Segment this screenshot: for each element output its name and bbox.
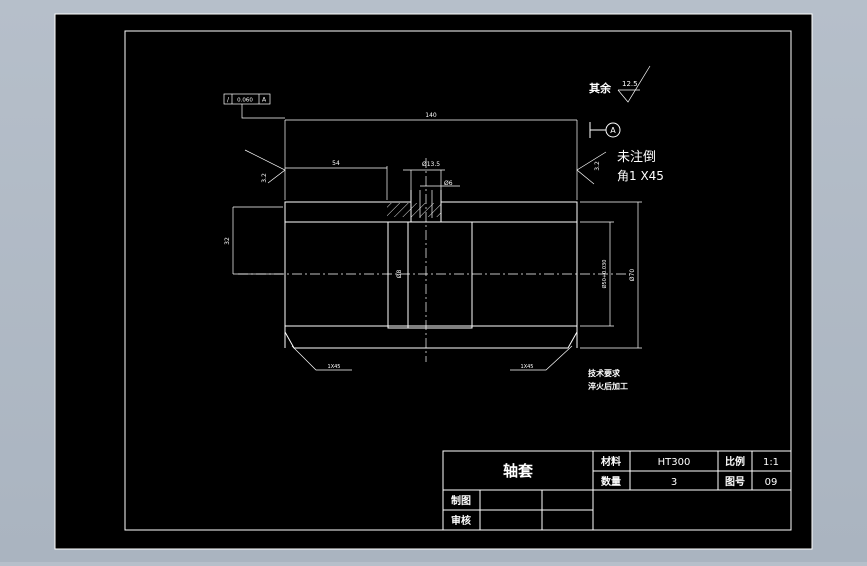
rough-rest-value: 12.5 (622, 80, 638, 88)
part-section (238, 158, 630, 362)
dim-center-bore: Ø8 (396, 270, 403, 279)
rough-left-value: 3.2 (261, 173, 268, 183)
dimension-texts: 140 54 Ø13.5 Ø6 32 Ø8 Ø50+0.030 Ø70 1X45… (224, 112, 636, 370)
datum-symbol: A (589, 122, 621, 138)
checked-label: 审核 (451, 514, 471, 527)
tol-symbol: / (227, 97, 230, 104)
dim-chamfer-left: 1X45 (328, 364, 341, 370)
drawing-no-label: 图号 (725, 476, 745, 488)
drawing-no-value: 09 (765, 477, 778, 488)
dim-total-length: 140 (425, 112, 437, 119)
drawing-sheet (54, 13, 813, 550)
material-value: HT300 (658, 457, 691, 468)
dim-left-height: 32 (224, 237, 231, 245)
qty-value: 3 (671, 477, 677, 488)
tech-req-body: 淬火后加工 (588, 381, 628, 391)
tol-datum: A (262, 97, 267, 104)
drawn-label: 制图 (451, 494, 471, 507)
dim-chamfer-right: 1X45 (521, 364, 534, 370)
scale-value: 1:1 (763, 457, 779, 468)
chamfer-note-line2: 角1 X45 (617, 169, 664, 183)
part-title: 轴套 (503, 462, 534, 480)
chamfer-note-line1: 未注倒 (617, 150, 656, 165)
roughness-symbols: 其余 12.5 3.2 3.2 (244, 65, 651, 185)
tech-req-title: 技术要求 (588, 368, 621, 378)
datum-label: A (610, 126, 616, 135)
dim-inner-diam: Ø50+0.030 (601, 260, 608, 289)
dim-step-length: 54 (332, 160, 340, 167)
material-label: 材料 (601, 455, 621, 468)
dim-hole-diam-a: Ø13.5 (422, 161, 440, 168)
title-block: 轴套 材料 HT300 比例 1:1 数量 3 图号 09 制图 审核 (442, 450, 792, 531)
rough-rest-label: 其余 (589, 81, 612, 95)
dimension-lines (232, 104, 642, 371)
dim-hole-diam-b: Ø6 (444, 180, 453, 187)
dim-outer-diam: Ø70 (629, 269, 636, 282)
qty-label: 数量 (601, 475, 621, 488)
scale-label: 比例 (725, 455, 745, 468)
tol-value: 0.060 (237, 98, 253, 104)
tolerance-frame: / 0.060 A (223, 93, 271, 105)
notes: 未注倒 角1 X45 技术要求 淬火后加工 (588, 150, 664, 391)
rough-right-value: 3.2 (594, 161, 601, 171)
